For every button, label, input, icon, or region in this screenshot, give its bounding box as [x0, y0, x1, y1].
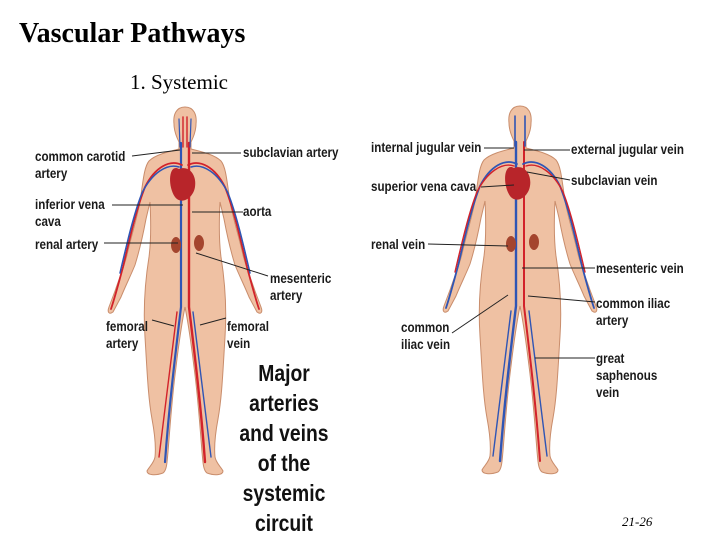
label-renal-artery: renal artery [35, 237, 99, 252]
label-internal-jugular-vein: internal jugular vein [371, 140, 482, 155]
left-body-figure [107, 106, 263, 476]
slide-subtitle: 1. Systemic [130, 70, 228, 94]
label-aorta: aorta [243, 204, 272, 219]
diagram-caption: Major arteries and veins of the systemic… [239, 360, 329, 536]
label-external-jugular-vein: external jugular vein [571, 142, 684, 157]
label-mesenteric-artery: mesenteric artery [270, 271, 332, 303]
label-inferior-vena-cava: inferior vena cava [35, 197, 105, 229]
right-body-figure [442, 105, 598, 475]
label-femoral-vein: femoral vein [227, 319, 269, 351]
label-superior-vena-cava: superior vena cava [371, 179, 477, 194]
label-renal-vein: renal vein [371, 237, 426, 252]
label-great-saphenous-vein: great saphenous vein [596, 351, 658, 400]
label-common-iliac-artery: common iliac artery [596, 296, 671, 328]
label-subclavian-artery: subclavian artery [243, 145, 339, 160]
label-subclavian-vein: subclavian vein [571, 173, 658, 188]
label-common-carotid-artery: common carotid artery [35, 149, 126, 181]
slide-title: Vascular Pathways [19, 18, 246, 49]
label-common-iliac-vein: common iliac vein [401, 320, 451, 352]
leader-lines [104, 147, 596, 359]
label-femoral-artery: femoral artery [106, 319, 148, 351]
page-number: 21-26 [622, 514, 653, 529]
label-mesenteric-vein: mesenteric vein [596, 261, 684, 276]
